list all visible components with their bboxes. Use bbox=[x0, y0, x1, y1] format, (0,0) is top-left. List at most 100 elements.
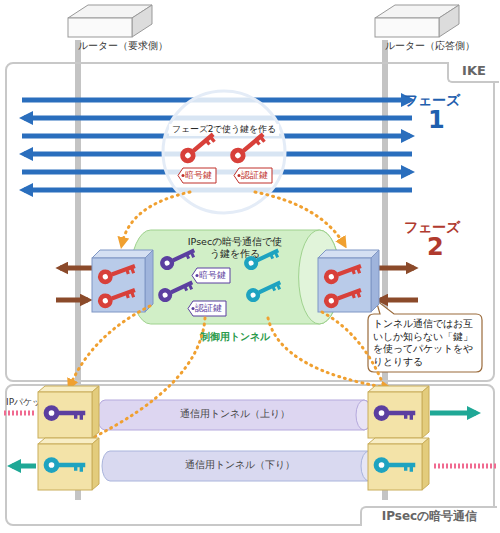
key-icon bbox=[156, 276, 195, 304]
key-icon bbox=[322, 283, 364, 310]
node-text: 通信用トンネル（下り） bbox=[102, 459, 377, 471]
node-text: フェーズ2で使う鍵を作る bbox=[169, 124, 279, 136]
node-text: 暗号鍵 bbox=[181, 169, 216, 182]
key-tag: 認証鍵 bbox=[234, 168, 272, 183]
key-tag: 暗号鍵 bbox=[192, 268, 230, 283]
box-face bbox=[368, 438, 429, 444]
dotted-arrow bbox=[122, 192, 190, 244]
tunnel-end bbox=[356, 400, 372, 430]
box-face bbox=[145, 250, 153, 312]
tunnel-body bbox=[97, 400, 372, 430]
tag-outline bbox=[192, 268, 230, 283]
node-text: 暗号鍵 bbox=[195, 269, 230, 282]
box-face bbox=[92, 386, 99, 438]
control-tunnel: IPsecの暗号通信で使う鍵を作る制御用トンネル暗号鍵認証鍵 bbox=[130, 230, 340, 324]
router-node: ルーター（要求側） bbox=[40, 0, 160, 56]
box-face bbox=[422, 438, 429, 490]
router-side bbox=[439, 5, 459, 37]
dotted-arrow bbox=[88, 318, 205, 440]
tunnel-end bbox=[299, 230, 340, 324]
node-text: IKE bbox=[447, 62, 499, 83]
callout-outline bbox=[368, 300, 482, 372]
phase2-arrow bbox=[380, 298, 418, 303]
circle-outline bbox=[163, 91, 285, 213]
packet-arrows bbox=[4, 413, 496, 466]
box-face bbox=[318, 250, 379, 258]
phase2-end-boxes bbox=[92, 250, 379, 312]
key-icon bbox=[96, 283, 138, 310]
callout-note: トンネル通信ではお互いしか知らない「鍵」を使ってパケットをやりとりする bbox=[368, 314, 482, 372]
key-icon bbox=[374, 405, 416, 421]
tag-hole bbox=[196, 274, 199, 277]
phase-number: 1 bbox=[428, 106, 445, 134]
dotted-arrow bbox=[322, 312, 398, 438]
key-icon bbox=[44, 457, 86, 473]
packet-out bbox=[12, 464, 36, 469]
key-tag: 認証鍵 bbox=[188, 301, 226, 316]
tunnel-up: 通信用トンネル（上り） bbox=[97, 400, 372, 430]
key-icon bbox=[158, 244, 197, 272]
box-face bbox=[92, 258, 145, 312]
box-face bbox=[368, 392, 422, 438]
tunnel-body bbox=[130, 230, 340, 324]
router-front bbox=[68, 18, 132, 37]
box-face bbox=[38, 444, 92, 490]
ipsec-group: IPsecの暗号通信通信用トンネル（上り）通信用トンネル（下り） bbox=[5, 384, 495, 526]
key-icon bbox=[96, 259, 138, 286]
ipsec-end-boxes bbox=[38, 386, 429, 490]
phase2-arrow bbox=[56, 298, 88, 303]
key-making-circle: フェーズ2で使う鍵を作る暗号鍵 認証鍵 bbox=[162, 90, 286, 214]
ipsec-box-keys bbox=[44, 405, 416, 473]
box-face bbox=[92, 438, 99, 490]
tag-outline bbox=[234, 168, 272, 183]
router-front bbox=[375, 18, 439, 37]
phase2-arrow bbox=[60, 266, 92, 271]
tunnel-keys bbox=[156, 244, 283, 304]
node-text: 通信用トンネル（上り） bbox=[97, 408, 372, 420]
dotted-arrow bbox=[255, 192, 344, 244]
node-outline bbox=[162, 90, 286, 214]
dotted-arrow bbox=[268, 318, 388, 388]
tag-outline bbox=[178, 168, 216, 183]
box-face bbox=[38, 386, 99, 392]
key-icon bbox=[177, 128, 218, 166]
key-handoff-arrows bbox=[70, 192, 398, 440]
tag-hole bbox=[192, 307, 195, 310]
router-side bbox=[132, 5, 152, 37]
tunnel-body bbox=[102, 451, 377, 481]
node-text: 制御用トンネル bbox=[180, 331, 290, 343]
box-face bbox=[368, 444, 422, 490]
key-icon bbox=[242, 244, 281, 272]
phase2-arrow bbox=[374, 266, 414, 271]
box-face bbox=[371, 250, 379, 312]
dotted-arrow bbox=[70, 306, 150, 386]
packet-in bbox=[432, 464, 496, 469]
key-icon bbox=[322, 259, 364, 286]
packet-out bbox=[430, 411, 476, 416]
node-text: IPsecの暗号通信で使う鍵を作る bbox=[185, 236, 285, 261]
node-text: ルーター（要求側） bbox=[78, 39, 173, 52]
node-text: 認証鍵 bbox=[237, 169, 272, 182]
box-face bbox=[422, 386, 429, 438]
key-icon bbox=[227, 128, 268, 166]
tag-outline bbox=[188, 301, 226, 316]
tunnel-end bbox=[361, 451, 377, 481]
key-icon bbox=[44, 405, 86, 421]
node-text: トンネル通信ではお互いしか知らない「鍵」を使ってパケットをやりとりする bbox=[373, 318, 477, 368]
phase-number: 2 bbox=[427, 233, 444, 261]
node-text: 認証鍵 bbox=[191, 302, 226, 315]
box-face bbox=[368, 386, 429, 392]
packet-label: IPパケット bbox=[6, 396, 50, 409]
phase2-box-keys bbox=[96, 259, 364, 310]
box-face bbox=[38, 438, 99, 444]
circle-keys bbox=[177, 128, 268, 166]
key-icon bbox=[244, 276, 283, 304]
key-tag: 暗号鍵 bbox=[178, 168, 216, 183]
tag-hole bbox=[182, 174, 185, 177]
packet-in bbox=[4, 411, 36, 416]
router-node: ルーター（応答側） bbox=[347, 0, 467, 56]
box-face bbox=[318, 258, 371, 312]
key-icon bbox=[374, 457, 416, 473]
tunnel-down: 通信用トンネル（下り） bbox=[102, 451, 377, 481]
